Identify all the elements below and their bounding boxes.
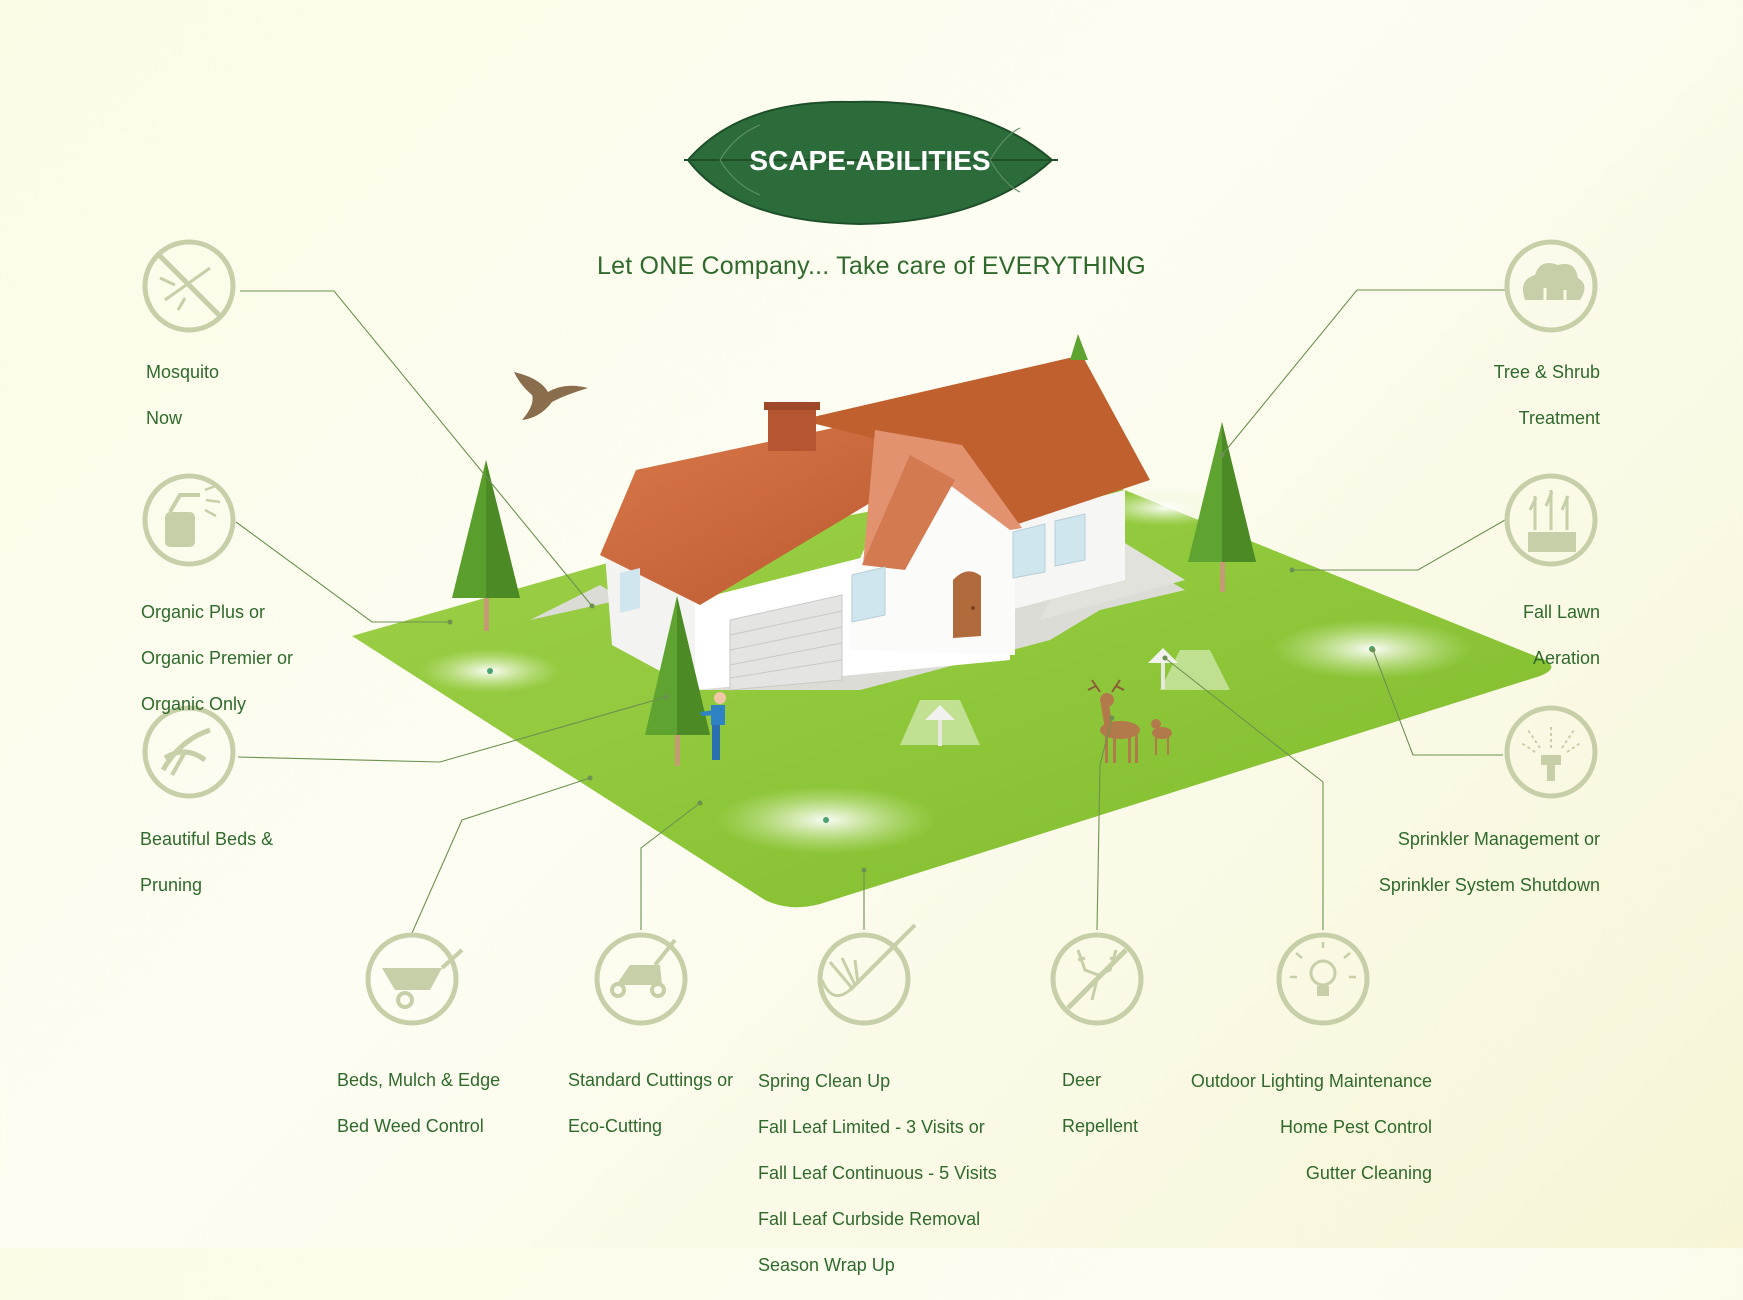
lighting-line-3: Gutter Cleaning: [1305, 1163, 1432, 1183]
mulch-line-2: Bed Weed Control: [337, 1116, 484, 1136]
cleanup-line-1: Spring Clean Up: [758, 1071, 891, 1091]
service-label-sprinkler: Sprinkler Management or Sprinkler System…: [1379, 805, 1600, 920]
service-label-mulch: Beds, Mulch & Edge Bed Weed Control: [337, 1046, 500, 1161]
house: [600, 355, 1150, 691]
leader-lines: [235, 289, 1506, 934]
tree-back: [1070, 334, 1088, 360]
sprinkler-line-2: Sprinkler System Shutdown: [1378, 875, 1600, 895]
garden-lamp-right: [1148, 648, 1230, 690]
service-label-deer: Deer Repellent: [1062, 1046, 1138, 1161]
cutting-line-1: Standard Cuttings or: [568, 1070, 734, 1090]
tree-front: [645, 596, 710, 766]
service-label-tree-shrub: Tree & Shrub Treatment: [1494, 338, 1600, 453]
lighting-line-2: Home Pest Control: [1279, 1117, 1432, 1137]
pruning-shears-icon: [142, 705, 236, 799]
deer-line-1: Deer: [1062, 1070, 1102, 1090]
tagline: Let ONE Company... Take care of EVERYTHI…: [597, 252, 1146, 280]
service-label-lighting: Outdoor Lighting Maintenance Home Pest C…: [1191, 1047, 1432, 1208]
organic-line-3: Organic Only: [141, 694, 247, 714]
organic-line-2: Organic Premier or: [141, 648, 294, 668]
beds-pruning-line-2: Pruning: [140, 875, 203, 895]
tree-left: [452, 460, 520, 631]
brand-logo: SCAPE-ABILITIES: [684, 100, 1058, 226]
mosquito-line-2: Now: [146, 408, 183, 428]
garden-lamp-front: [900, 700, 980, 746]
tree-shrub-line-2: Treatment: [1518, 408, 1600, 428]
tree-shrub-line-1: Tree & Shrub: [1493, 362, 1600, 382]
spray-bottle-icon: [142, 473, 236, 567]
service-label-aeration: Fall Lawn Aeration: [1523, 578, 1600, 693]
flying-bird: [514, 372, 588, 420]
service-label-cleanup: Spring Clean Up Fall Leaf Limited - 3 Vi…: [758, 1047, 997, 1300]
aeration-line-2: Aeration: [1532, 648, 1600, 668]
sprinkler-glow-left: [420, 649, 560, 693]
no-mosquito-icon: [142, 239, 236, 333]
service-label-cutting: Standard Cuttings or Eco-Cutting: [568, 1046, 733, 1161]
service-label-mosquito: Mosquito Now: [146, 338, 219, 453]
cleanup-line-4: Fall Leaf Curbside Removal: [758, 1209, 981, 1229]
beds-pruning-line-1: Beautiful Beds &: [140, 829, 274, 849]
sprinkler-line-1: Sprinkler Management or: [1397, 829, 1600, 849]
lawn-mower-icon: [594, 932, 688, 1026]
brand-name: SCAPE-ABILITIES: [749, 145, 990, 176]
mosquito-line-1: Mosquito: [146, 362, 220, 382]
tree-shrub-icon: [1504, 239, 1598, 333]
leaf-rake-icon: [817, 923, 917, 1026]
mulch-line-1: Beds, Mulch & Edge: [337, 1070, 501, 1090]
aeration-line-1: Fall Lawn: [1522, 602, 1600, 622]
organic-line-1: Organic Plus or: [141, 602, 266, 622]
cutting-line-2: Eco-Cutting: [568, 1116, 663, 1136]
lawn-aeration-icon: [1504, 473, 1598, 567]
deer-line-2: Repellent: [1062, 1116, 1139, 1136]
wheelbarrow-icon: [365, 932, 464, 1026]
cleanup-line-3: Fall Leaf Continuous - 5 Visits: [758, 1163, 997, 1183]
no-deer-icon: [1050, 932, 1144, 1026]
cleanup-line-2: Fall Leaf Limited - 3 Visits or: [758, 1117, 985, 1137]
tree-right: [1188, 422, 1256, 592]
light-bulb-icon: [1276, 932, 1370, 1026]
deer-figures: [1087, 679, 1172, 763]
lighting-line-1: Outdoor Lighting Maintenance: [1190, 1071, 1432, 1091]
gardener-figure: [700, 692, 726, 760]
house-landscape-illustration: SCAPE-ABILITIES: [142, 100, 1598, 1026]
sprinkler-icon: [1504, 705, 1598, 799]
service-label-beds-pruning: Beautiful Beds & Pruning: [140, 805, 273, 920]
cleanup-line-5: Season Wrap Up: [758, 1255, 895, 1275]
sprinkler-glow-front: [716, 786, 936, 854]
service-label-organic: Organic Plus or Organic Premier or Organ…: [141, 578, 293, 739]
